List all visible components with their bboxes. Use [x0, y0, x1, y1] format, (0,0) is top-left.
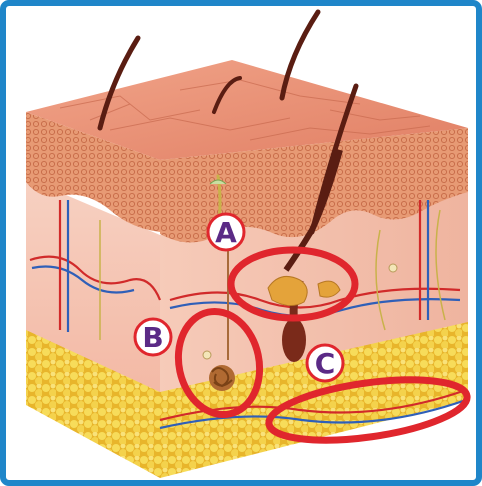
- label-b: B: [135, 319, 171, 355]
- receptor-bulb: [203, 351, 211, 359]
- label-b-text: B: [142, 321, 163, 354]
- sweat-gland-coil: [209, 365, 235, 391]
- label-c-text: C: [315, 347, 336, 380]
- sebaceous-gland: [268, 276, 307, 305]
- label-a-text: A: [215, 216, 237, 249]
- receptor-bulb-2: [389, 264, 397, 272]
- label-a: A: [208, 214, 244, 250]
- hair-bulb: [282, 318, 306, 362]
- label-c: C: [307, 345, 343, 381]
